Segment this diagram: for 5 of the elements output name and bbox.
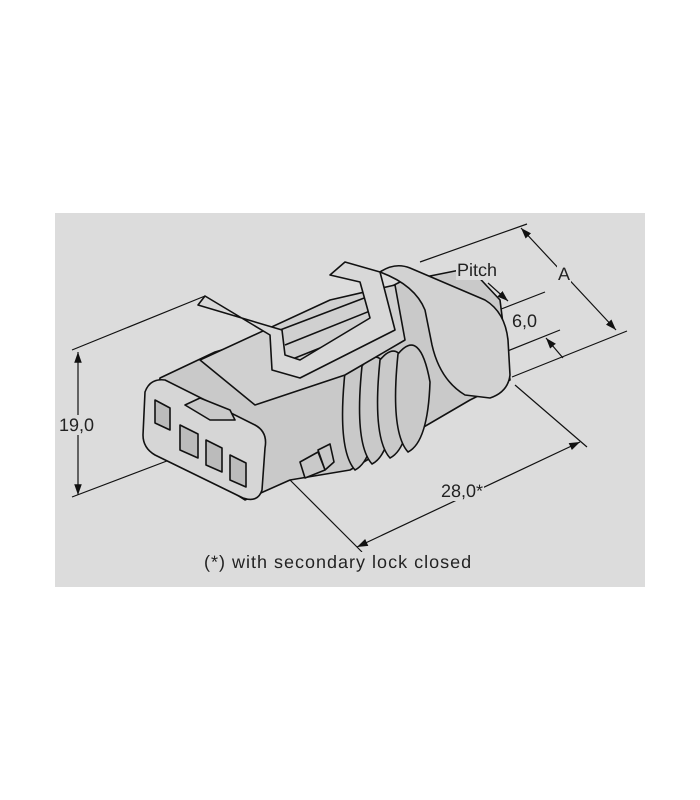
dimension-label: A [557,264,572,284]
dimension-label: Pitch [456,260,498,280]
dimension-label: 19,0 [58,415,96,435]
dimension-label: 6,0 [511,311,538,331]
dimension-label: 28,0* [440,481,484,501]
